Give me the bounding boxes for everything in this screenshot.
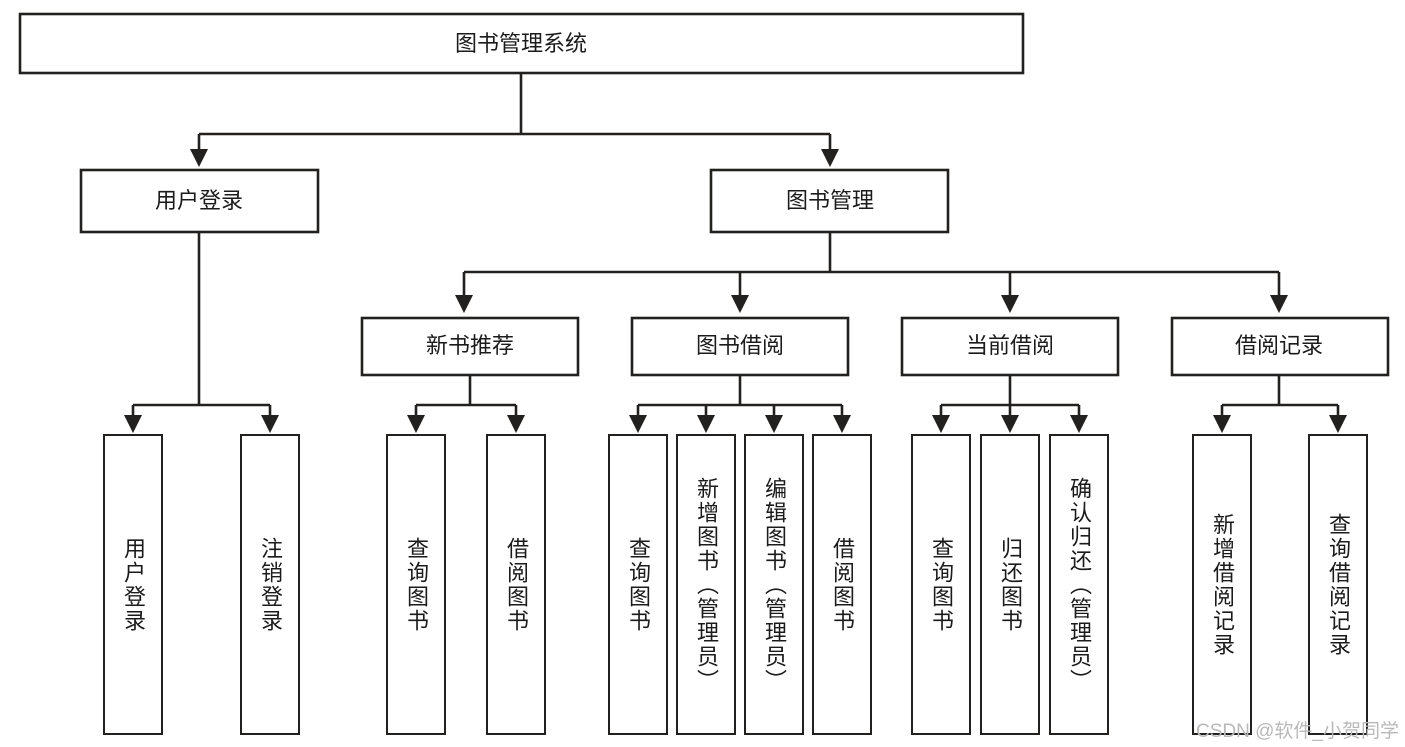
node-borrow[interactable]: 图书借阅 [630, 316, 850, 377]
leaf-new-book-1[interactable]: 查询图书 [386, 434, 446, 735]
leaf-records-2[interactable]: 查询借阅记录 [1308, 434, 1368, 735]
leaf-label: 查询图书 [929, 536, 954, 633]
leaf-new-book-2[interactable]: 借阅图书 [486, 434, 546, 735]
leaf-label: 新增图书（管理员） [694, 476, 719, 693]
leaf-current-3[interactable]: 确认归还（管理员） [1049, 434, 1109, 735]
leaf-label: 用户登录 [121, 536, 146, 633]
node-book-manage-label: 图书管理 [786, 188, 874, 213]
node-current[interactable]: 当前借阅 [900, 316, 1120, 377]
leaf-borrow-3[interactable]: 编辑图书（管理员） [744, 434, 804, 735]
node-root[interactable]: 图书管理系统 [18, 12, 1025, 75]
node-records[interactable]: 借阅记录 [1170, 316, 1390, 377]
node-borrow-label: 图书借阅 [696, 333, 784, 358]
leaf-user-login-1[interactable]: 用户登录 [103, 434, 163, 735]
leaf-label: 确认归还（管理员） [1067, 476, 1092, 693]
node-current-label: 当前借阅 [966, 333, 1054, 358]
leaf-user-login-2[interactable]: 注销登录 [240, 434, 300, 735]
leaf-current-1[interactable]: 查询图书 [911, 434, 971, 735]
leaf-borrow-2[interactable]: 新增图书（管理员） [676, 434, 736, 735]
leaf-label: 借阅图书 [830, 536, 855, 633]
node-user-login-label: 用户登录 [155, 188, 243, 213]
leaf-label: 注销登录 [258, 536, 283, 633]
node-new-book-label: 新书推荐 [426, 333, 514, 358]
leaf-label: 归还图书 [998, 536, 1023, 633]
leaf-label: 查询图书 [626, 536, 651, 633]
leaf-label: 编辑图书（管理员） [762, 476, 787, 693]
node-book-manage[interactable]: 图书管理 [709, 168, 950, 234]
leaf-label: 查询借阅记录 [1326, 512, 1351, 657]
node-new-book[interactable]: 新书推荐 [360, 316, 580, 377]
leaf-borrow-1[interactable]: 查询图书 [608, 434, 668, 735]
leaf-borrow-4[interactable]: 借阅图书 [812, 434, 872, 735]
node-records-label: 借阅记录 [1235, 333, 1323, 358]
leaf-label: 新增借阅记录 [1210, 512, 1235, 657]
leaf-current-2[interactable]: 归还图书 [980, 434, 1040, 735]
node-root-label: 图书管理系统 [455, 31, 587, 56]
leaf-records-1[interactable]: 新增借阅记录 [1192, 434, 1252, 735]
leaf-label: 借阅图书 [504, 536, 529, 633]
node-user-login[interactable]: 用户登录 [79, 168, 320, 234]
leaf-label: 查询图书 [404, 536, 429, 633]
